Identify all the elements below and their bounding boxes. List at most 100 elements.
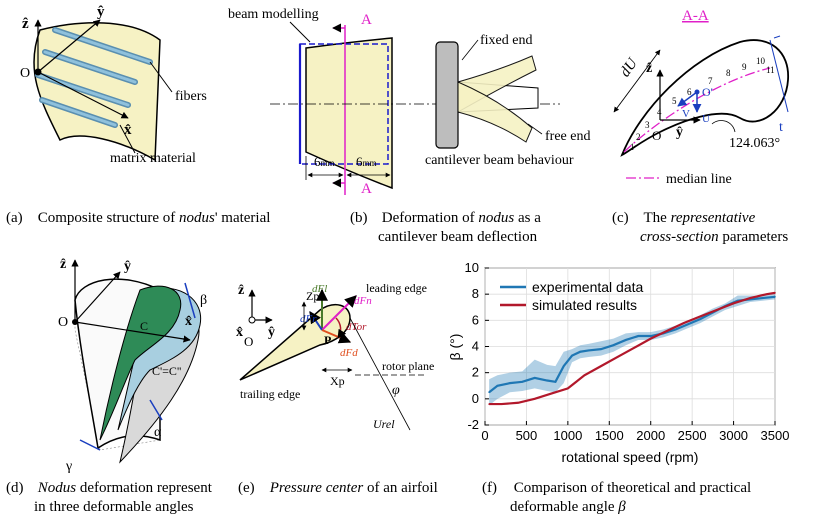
p-label: P [324,333,331,347]
e-y-label: ŷ [268,325,275,340]
section-title: A-A [682,8,709,24]
point-experimental [687,323,689,326]
d-x-label: x̂ [185,314,192,329]
point-simulated [500,403,503,405]
beam-modelling-label: beam modelling [228,7,319,22]
dTor-label: dTor [346,321,367,333]
caption-f: (f) Comparison of theoretical and practi… [482,480,752,515]
point-simulated [649,337,652,340]
point-simulated [732,302,735,305]
dFn-label: dFn [354,295,372,307]
panel-d: ẑ ŷ x̂ O C C'=C'' β α γ [58,257,207,474]
point-experimental [625,339,627,341]
point-simulated [533,398,536,400]
leading-edge-label: leading edge [366,281,427,295]
x-tick-label: 1000 [553,428,582,443]
point-simulated [666,330,669,332]
y-tick-label: 2 [472,365,479,380]
caption-a: (a) Composite structure of nodus' materi… [6,210,271,226]
v-label: V [682,108,690,120]
y-tick-label: 0 [472,391,479,406]
dim-left: 6mm [314,154,335,169]
point-experimental [554,381,557,383]
point-simulated [600,365,602,367]
x-tick-label: 500 [516,428,538,443]
x-tick-label: 2500 [678,428,707,443]
point-experimental [521,381,524,383]
dFl-label: dFl [312,283,327,295]
xp-label: Xp [330,374,345,388]
dim-right: 6mm [356,154,377,169]
panel-c: A-A ẑ ŷ O dU O' V U 124.063° t median li… [613,8,789,187]
x-axis-label: x̂ [124,122,132,138]
urel-label: Urel [373,417,395,431]
section-top-label: A [361,12,372,28]
section-point-label: 10 [756,56,766,66]
d-y-label: ŷ [124,259,131,274]
y-tick-label: 4 [472,339,479,354]
o-prime-label: O' [702,85,713,99]
legend-experimental: experimental data [532,279,644,295]
point-simulated [716,309,718,311]
panel-e: ẑ ŷ x̂ O dFl dFn dFr dTor dFd P Zp Xp le… [236,281,434,431]
x-tick-label: 2000 [636,428,665,443]
caption-e: (e) Pressure center of an airfoil [238,480,438,496]
c-z-label: ẑ [646,61,652,76]
point-experimental [562,365,565,367]
experimental-band [489,294,775,406]
c-label: C [140,319,148,333]
point-simulated [488,403,490,405]
d-z-label: ẑ [60,257,66,272]
point-simulated [633,347,635,349]
section-point-label: 6 [687,87,692,97]
origin-label: O [20,66,30,81]
u-label: U [702,113,710,125]
section-point-label: 11 [766,65,775,75]
point-simulated [567,387,569,390]
rotor-plane-label: rotor plane [382,359,434,373]
free-end-label: free end [545,129,590,144]
c-origin-label: O [652,128,661,143]
x-axis [37,71,129,119]
dU-label: dU [617,55,641,80]
matrix-label: matrix material [110,151,196,166]
x-tick-label: 3000 [719,428,748,443]
gamma-label: γ [65,459,72,474]
section-point-label: 9 [742,62,747,72]
fibers-label: fibers [175,89,207,104]
point-experimental [612,344,615,346]
point-experimental [571,354,573,357]
section-point-label: 3 [645,120,650,130]
caption-d: (d) Nodus deformation represent in three… [6,480,212,515]
point-simulated [774,292,776,294]
y-tick-label: 6 [472,312,479,327]
point-experimental [496,384,499,387]
panel-a: ẑ ŷ x̂ O fibers matrix material [20,4,207,166]
angle-label: 124.063° [729,136,780,151]
trailing-edge-label: trailing edge [240,387,300,401]
point-experimental [699,318,702,320]
blade-deformed-blue [117,287,202,431]
point-experimental [579,350,582,353]
point-simulated [616,356,619,358]
legend-simulated: simulated results [532,297,637,313]
section-point-label: 2 [636,132,641,142]
section-point-label: 7 [708,76,713,86]
section-point-label: 8 [726,68,731,78]
median-curve [623,67,771,153]
x-tick-label: 0 [481,428,488,443]
cantilever-label: cantilever beam behaviour [425,153,574,168]
point-simulated [683,322,685,324]
point-simulated [517,401,519,404]
point-experimental [674,328,677,331]
y-tick-label: -2 [467,417,479,432]
point-experimental [761,297,764,299]
y-tick-label: 10 [465,260,479,275]
point-experimental [533,377,536,379]
point-experimental [774,295,776,298]
point-experimental [546,379,548,382]
d-origin-label: O [58,315,68,330]
caption-c: (c) The representative cross-section par… [612,210,789,245]
point-experimental [488,391,490,394]
